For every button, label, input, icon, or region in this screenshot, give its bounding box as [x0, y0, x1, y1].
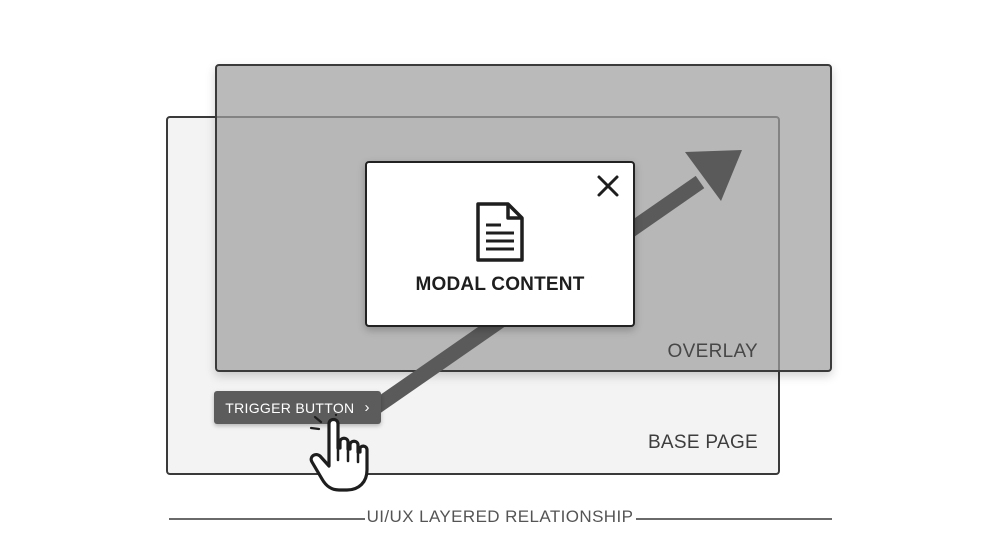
hand-pointer-icon — [309, 414, 369, 492]
caption-rule-left — [169, 518, 365, 520]
trigger-button-label: TRIGGER BUTTON — [225, 399, 355, 416]
document-icon — [476, 202, 524, 262]
caption-rule-right — [636, 518, 832, 520]
overlay-label: OVERLAY — [667, 341, 758, 362]
trigger-button[interactable]: TRIGGER BUTTON › — [214, 391, 381, 424]
chevron-right-icon: › — [364, 399, 370, 416]
base-page-label: BASE PAGE — [647, 432, 758, 453]
diagram-caption: UI/UX LAYERED RELATIONSHIP — [366, 507, 634, 526]
modal-dialog: MODAL CONTENT — [365, 161, 635, 327]
modal-content-label: MODAL CONTENT — [415, 274, 585, 295]
close-icon[interactable] — [595, 173, 621, 199]
